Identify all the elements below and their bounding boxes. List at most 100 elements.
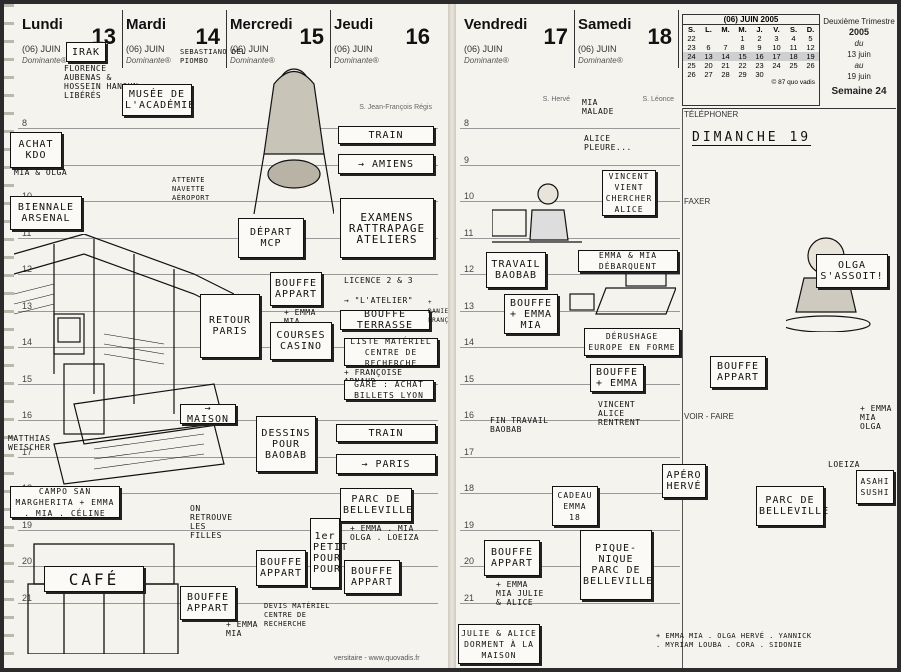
woman-sketch (253, 68, 334, 214)
calendar-day: 25 (789, 61, 798, 70)
hour-line (460, 602, 680, 604)
hour-label: 20 (464, 556, 475, 566)
calendar-day: 7 (723, 43, 728, 52)
calendar-day: 13 (700, 52, 717, 61)
note-florence: FLORENCE AUBENAS & HOSSEIN HANOUN LIBÉRÉ… (64, 64, 139, 100)
building-sketch (14, 234, 234, 485)
note-emma-mia: EMMA & MIA DÉBARQUENT (578, 250, 678, 272)
calendar-day: 22 (738, 61, 747, 70)
calendar-day (768, 70, 785, 79)
day-name: Samedi (578, 16, 632, 33)
note-derushage: DÉRUSHAGE EUROPE EN FORME (584, 328, 680, 356)
note-campo: CAMPO SAN MARGHERITA + EMMA . MIA . CÉLI… (10, 486, 120, 518)
calendar-day (717, 34, 734, 43)
note-vincent-alice: VINCENT ALICE RENTRENT (598, 400, 641, 427)
footer-text: versitaire - www.quovadis.fr (334, 655, 420, 662)
voir-faire-label: VOIR - FAIRE (684, 412, 734, 421)
note-bouffe-emma: BOUFFE + EMMA MIA (504, 294, 558, 334)
hour-label: 21 (464, 592, 475, 603)
calendar-day: 15 (734, 52, 751, 61)
month-label: (06) JUIN (22, 44, 61, 54)
calendar-day: 17 (768, 52, 785, 61)
day-header-wednesday: Mercredi 15 (06) JUIN Dominante® (226, 10, 331, 68)
saint-label: S. Hervé (542, 96, 570, 103)
day-name: Mardi (126, 16, 167, 33)
hour-line (460, 420, 680, 421)
calendar-day: 3 (774, 34, 779, 43)
note-matthias: MATTHIAS WEISCHER (8, 434, 51, 452)
note-dessins: DESSINS POUR BAOBAB (256, 416, 316, 472)
note-travail-2: FIN TRAVAIL BAOBAB (490, 416, 549, 434)
calendar-day: 25 (687, 61, 696, 70)
note-olga: OLGA S'ASSOIT! (816, 254, 888, 288)
note-bouffe-3: BOUFFE APPART (344, 560, 400, 594)
calendar-weekday: S. (687, 25, 696, 34)
hour-label: 17 (464, 446, 475, 457)
hour-label: 16 (464, 410, 475, 420)
note-atelier: → "L'ATELIER" (344, 296, 414, 305)
note-irak: IRAK (66, 42, 106, 62)
calendar-day: 6 (706, 43, 711, 52)
calendar-day: 24 (683, 52, 700, 61)
note-train-1: TRAIN (338, 126, 434, 144)
hour-label: 14 (22, 337, 33, 347)
calendar-day: 5 (808, 34, 813, 43)
hour-label: 15 (464, 373, 475, 384)
note-parc: PARC DE BELLEVILLE (340, 488, 412, 522)
calendar-day: 12 (806, 43, 815, 52)
note-paris: → PARIS (336, 454, 436, 474)
month-label: (06) JUIN (126, 44, 165, 54)
day-header-monday: Lundi 13 (06) JUIN Dominante® (18, 10, 123, 68)
note-bouffe-4: BOUFFE APPART (180, 586, 236, 620)
saint-label: S. Léonce (642, 96, 674, 103)
day-header-friday: Vendredi 17 (06) JUIN Dominante® S. Herv… (460, 10, 575, 103)
calendar-footer: © 87 quo vadis (771, 79, 815, 86)
hour-line (460, 566, 680, 567)
trimestre-year: 2005 (848, 27, 870, 37)
month-label: (06) JUIN (230, 44, 269, 54)
trimestre-start: 13 juin (847, 50, 871, 59)
note-francoise: + DANIEL FRANÇOISE (428, 299, 448, 324)
calendar-weekday: D. (806, 25, 815, 34)
dominante-label: Dominante® (230, 56, 275, 65)
calendar-day: 22 (687, 34, 696, 43)
calendar-title: (06) JUIN 2005 (683, 15, 819, 25)
day-name: Lundi (22, 16, 63, 33)
note-liste: LISTE MATÉRIEL CENTRE DE RECHERCHE (344, 337, 438, 368)
day-number: 17 (543, 24, 568, 49)
hour-label: 12 (22, 264, 33, 274)
hour-label: 9 (464, 154, 470, 165)
hour-label: 12 (464, 264, 475, 274)
note-amiens: → AMIENS (338, 154, 434, 174)
dominante-label: Dominante® (126, 56, 171, 65)
hour-label: 8 (22, 118, 28, 128)
hour-line (460, 347, 680, 348)
hour-label: 11 (464, 227, 474, 238)
saint-label: S. Jean-François Régis (359, 104, 432, 111)
hour-line (460, 456, 680, 458)
calendar-day: 4 (791, 34, 796, 43)
calendar-weekday: V. (773, 25, 780, 34)
note-bouffe-appart: BOUFFE APPART (484, 540, 540, 576)
calendar-day: 9 (757, 43, 762, 52)
hour-label: 14 (464, 337, 475, 347)
gutter (448, 4, 456, 668)
hour-line (18, 566, 438, 567)
hour-label: 19 (22, 519, 33, 530)
day-number: 18 (647, 24, 672, 49)
hour-label: 11 (22, 227, 32, 238)
note-apero: APÉRO HERVÉ (662, 464, 706, 498)
hour-label: 20 (22, 556, 33, 566)
calendar-day: 21 (721, 61, 730, 70)
hour-line (18, 493, 438, 494)
trimestre-label: Deuxième Trimestre (823, 17, 895, 26)
calendar-day: 28 (721, 70, 730, 79)
hour-label: 8 (464, 118, 470, 128)
note-biennale: BIENNALE ARSENAL (10, 196, 82, 230)
note-retour: RETOUR PARIS (200, 294, 260, 358)
note-train-2: TRAIN (336, 424, 436, 442)
